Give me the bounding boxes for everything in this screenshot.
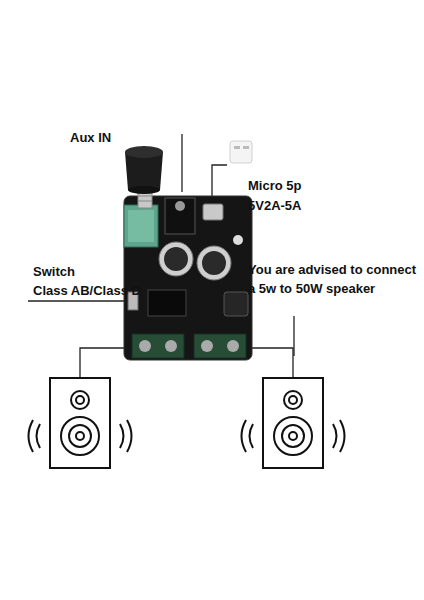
callout-label: Class AB/Class D — [33, 281, 183, 300]
leader-line — [28, 300, 136, 301]
speaker-symbol — [29, 378, 132, 468]
callout-label: Micro 5p — [248, 176, 418, 195]
callout-label: Aux IN — [70, 128, 170, 147]
speaker-symbol — [242, 378, 345, 468]
callout-label: You are advised to connect a 5w to 50W s… — [248, 260, 422, 298]
charger-icon — [230, 141, 252, 163]
leader-line — [212, 165, 227, 200]
callout-label: 5V2A-5A — [248, 196, 418, 215]
leader-line — [181, 134, 182, 192]
callout-label: Switch — [33, 262, 183, 281]
leader-lines — [28, 134, 294, 378]
amplifier-board — [124, 146, 252, 360]
